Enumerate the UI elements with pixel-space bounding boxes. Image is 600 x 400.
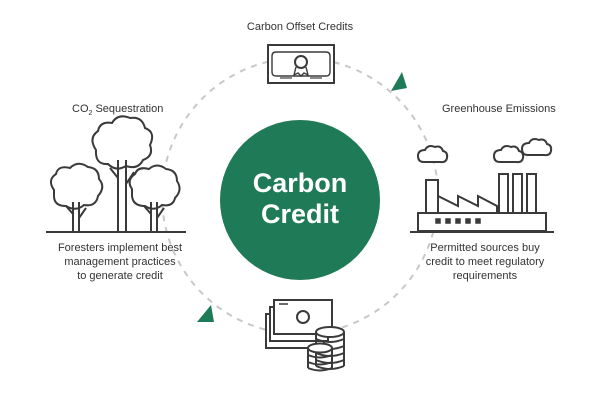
right-node-description: Permitted sources buy credit to meet reg… bbox=[395, 241, 575, 283]
factory-icon bbox=[410, 138, 554, 233]
right-desc-line3: requirements bbox=[452, 270, 518, 282]
right-desc-line1: Permitted sources buy bbox=[430, 242, 540, 254]
left-desc-line3: to generate credit bbox=[77, 270, 163, 282]
certificate-icon bbox=[267, 44, 335, 84]
left-desc-line2: management practices bbox=[64, 256, 176, 268]
left-node-description: Foresters implement best management prac… bbox=[30, 241, 210, 283]
co2-label-main: CO bbox=[72, 103, 89, 115]
left-node-label: CO2 Sequestration bbox=[72, 102, 163, 117]
center-title: Carbon Credit bbox=[220, 168, 380, 230]
co2-label-rest: Sequestration bbox=[92, 103, 164, 115]
top-node-label: Carbon Offset Credits bbox=[246, 21, 354, 33]
right-node-label: Greenhouse Emissions bbox=[442, 103, 556, 115]
right-desc-line2: credit to meet regulatory bbox=[425, 256, 545, 268]
forest-trees-icon bbox=[46, 115, 186, 233]
center-title-line2: Credit bbox=[260, 199, 339, 229]
center-title-line1: Carbon bbox=[252, 168, 348, 198]
co2-label-subscript: 2 bbox=[88, 110, 93, 118]
center-disc bbox=[220, 120, 380, 280]
cycle-arrow-top-right bbox=[391, 72, 407, 91]
money-and-coins-icon bbox=[265, 299, 345, 372]
cycle-arrow-bottom-left bbox=[197, 305, 214, 322]
left-desc-line1: Foresters implement best bbox=[57, 242, 183, 254]
